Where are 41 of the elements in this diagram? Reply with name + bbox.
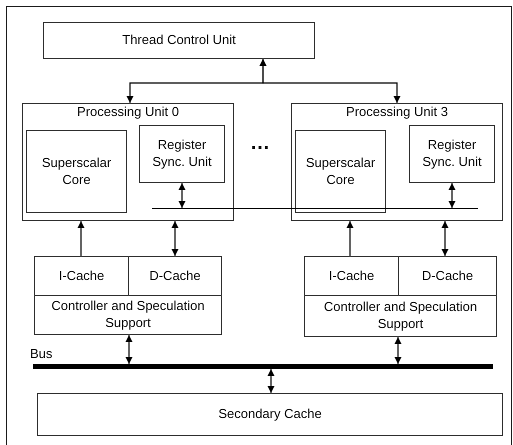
node-label: D-Cache (149, 268, 201, 284)
node-label: I-Cache (58, 268, 104, 284)
process-box (128, 256, 222, 296)
process-box (43, 22, 315, 59)
node-label: Register Sync. Unit (151, 137, 213, 171)
unit-title: Processing Unit 3 (346, 104, 448, 121)
process-box (34, 295, 222, 335)
node-label: Thread Control Unit (122, 32, 236, 49)
node-label: D-Cache (422, 268, 474, 284)
process-box (398, 256, 497, 296)
node-label: Secondary Cache (218, 406, 322, 423)
process-box (304, 256, 399, 296)
process-box (304, 295, 497, 337)
node-label: Superscalar Core (40, 154, 112, 188)
arrow (78, 221, 84, 256)
process-box (37, 393, 503, 436)
component-box (409, 125, 495, 183)
node-label: Controller and Speculation Support (50, 298, 206, 332)
arrow (126, 335, 132, 364)
process-box (34, 256, 129, 296)
arrow (178, 183, 186, 208)
bus-line (152, 208, 478, 209)
node-label: Superscalar Core (304, 154, 376, 188)
node-label: Register Sync. Unit (421, 137, 483, 171)
node-label: Controller and Speculation Support (322, 299, 478, 333)
arrow (346, 221, 354, 256)
arrow (260, 59, 400, 103)
unit-title: Processing Unit 0 (77, 104, 179, 121)
arrow (172, 221, 178, 256)
unit-container (22, 103, 234, 221)
arrow (442, 221, 448, 256)
node-label: I-Cache (328, 268, 374, 284)
arrow (268, 369, 274, 393)
ellipsis-label: … (250, 132, 270, 155)
component-box (139, 125, 225, 183)
arrow (394, 337, 402, 364)
component-box (26, 130, 127, 213)
component-box (295, 130, 386, 213)
bus-label: Bus (30, 346, 52, 363)
arrow (448, 183, 456, 208)
unit-container (291, 103, 503, 221)
